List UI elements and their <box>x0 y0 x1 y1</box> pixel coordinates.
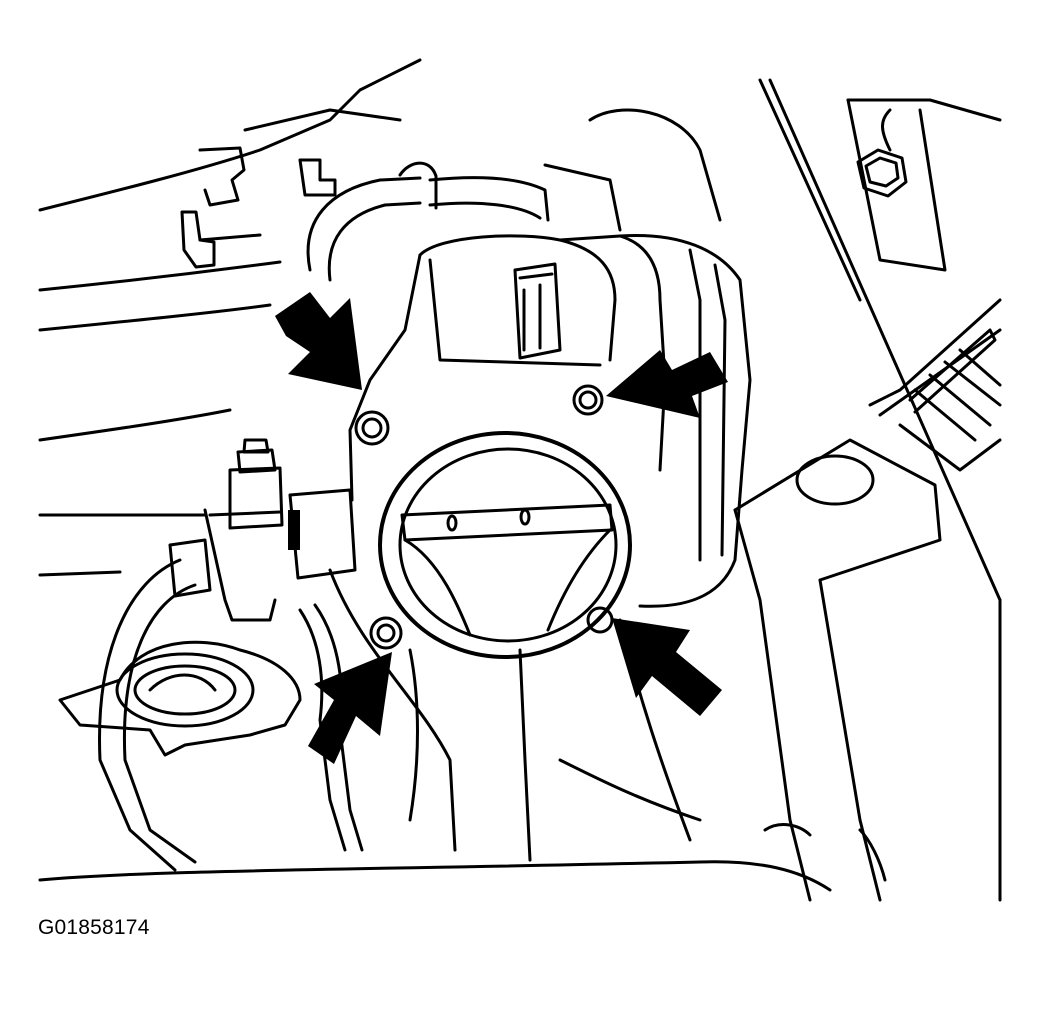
idle-air-actuator <box>203 438 357 622</box>
engine-bay-background <box>38 58 1002 902</box>
figure-id-label: G01858174 <box>38 916 150 939</box>
bolt-upper-left <box>354 410 390 446</box>
throttle-plate <box>400 503 614 542</box>
mounting-bolts <box>354 384 614 650</box>
bolt-lower-left <box>369 616 403 650</box>
arrow-icon <box>275 292 362 390</box>
arrow-icon <box>308 652 392 764</box>
bracket-upper-left <box>180 146 337 269</box>
reservoir-cap <box>58 640 302 757</box>
throttle-body-housing <box>328 233 752 862</box>
callout-arrows <box>275 292 728 764</box>
throttle-bore <box>378 431 632 659</box>
rear-hose <box>306 161 550 282</box>
bolt-upper-right <box>572 384 604 416</box>
bolt-lower-right <box>586 606 614 634</box>
right-side-components <box>733 98 1002 902</box>
arrow-icon <box>612 618 722 716</box>
arrow-icon <box>606 350 728 418</box>
